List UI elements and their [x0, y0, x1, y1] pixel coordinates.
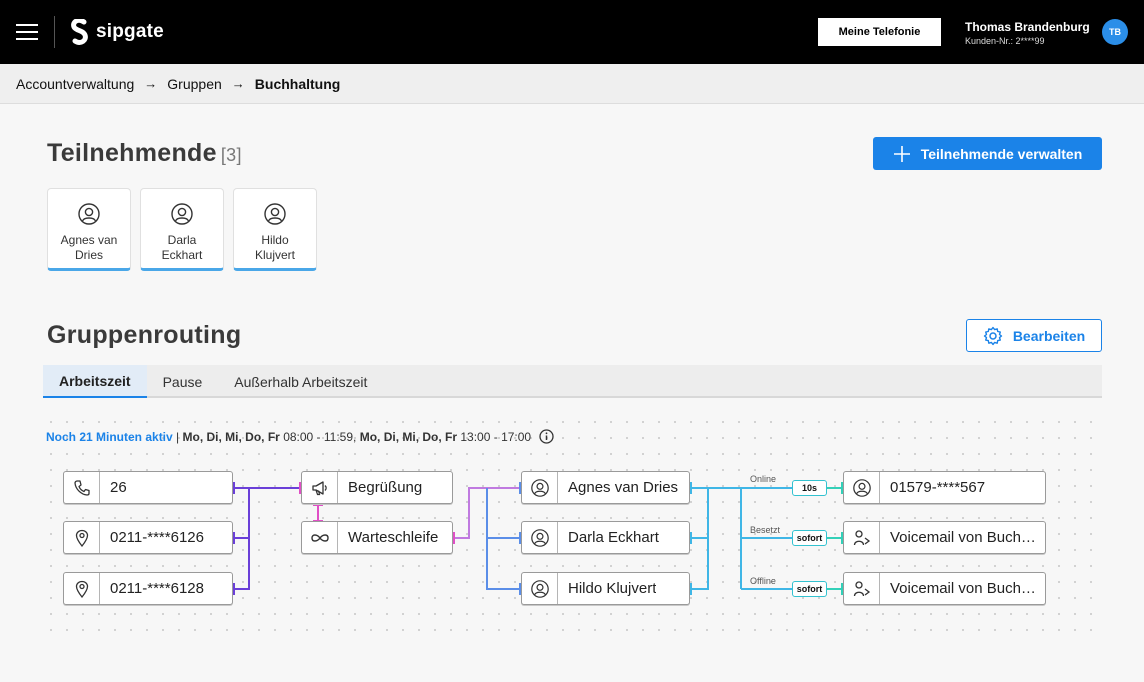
source-label: 0211-****6126: [110, 529, 204, 546]
member-node[interactable]: Agnes van Dries: [521, 471, 690, 504]
forward-target-label: 01579-****567: [890, 479, 986, 496]
condition-offline: Offline: [750, 576, 776, 586]
wire-endpoints: [232, 482, 844, 595]
manage-participants-button[interactable]: Teilnehmende verwalten: [873, 137, 1102, 170]
schedule-days-2: Mo, Di, Mi, Do, Fr: [359, 429, 458, 444]
forward-wires: [690, 487, 792, 590]
brand-name: sipgate: [96, 21, 164, 42]
participant-card[interactable]: Agnes van Dries: [47, 188, 131, 271]
tab-pause[interactable]: Pause: [162, 373, 203, 390]
queue-node[interactable]: Warteschleife: [301, 521, 453, 554]
arrow-right-icon: →: [144, 76, 158, 91]
gear-icon: [983, 326, 1003, 345]
schedule-days-1: Mo, Di, Mi, Do, Fr: [182, 429, 280, 444]
user-circle-icon: [844, 472, 880, 503]
hamburger-menu-icon[interactable]: [16, 22, 38, 42]
user-circle-icon: [264, 203, 286, 225]
member-node[interactable]: Hildo Klujvert: [521, 572, 690, 605]
top-bar: sipgate Meine Telefonie Thomas Brandenbu…: [0, 0, 1144, 64]
routing-title: Gruppenrouting: [47, 321, 242, 349]
participants-title-text: Teilnehmende: [47, 139, 217, 167]
routing-status: Noch 21 Minuten aktiv | Mo, Di, Mi, Do, …: [46, 429, 554, 444]
megaphone-icon: [302, 472, 338, 503]
member-label: Agnes van Dries: [568, 479, 679, 496]
user-circle-icon: [171, 203, 193, 225]
voicemail-user-icon: [844, 522, 880, 553]
source-label: 26: [110, 479, 127, 496]
infinity-loop-icon: [302, 522, 338, 553]
header-divider: [54, 16, 55, 48]
info-icon[interactable]: [539, 429, 554, 444]
queue-label: Warteschleife: [348, 529, 439, 546]
plus-icon: [893, 145, 910, 162]
breadcrumb-item-gruppen[interactable]: Gruppen: [167, 75, 222, 92]
participant-name: Hildo Klujvert: [254, 233, 295, 262]
participant-card[interactable]: Darla Eckhart: [140, 188, 224, 271]
participants-count: [3]: [220, 145, 242, 165]
user-circle-icon: [522, 472, 558, 503]
member-wires: [486, 488, 521, 590]
breadcrumb-item-current: Buchhaltung: [254, 75, 341, 92]
member-label: Hildo Klujvert: [568, 580, 657, 597]
sipgate-logo-icon: [71, 19, 88, 45]
user-circle-icon: [78, 203, 100, 225]
participants-title: Teilnehmende[3]: [47, 139, 242, 168]
condition-online: Online: [750, 474, 777, 484]
source-wires: [233, 487, 301, 590]
schedule-time-2: 13:00 - 17:00: [460, 429, 532, 444]
tab-ausserhalb-arbeitszeit[interactable]: Außerhalb Arbeitszeit: [234, 373, 368, 390]
location-pin-icon: [64, 522, 100, 553]
breadcrumb: Accountverwaltung → Gruppen → Buchhaltun…: [0, 64, 1144, 104]
sipgate-logo[interactable]: sipgate: [70, 18, 164, 46]
location-pin-icon: [64, 573, 100, 604]
target-wires: [827, 487, 843, 590]
member-label: Darla Eckhart: [568, 529, 659, 546]
schedule-time-1: 08:00 - 11:59,: [283, 429, 357, 444]
voicemail-target-label: Voicemail von Buchhaltung: [890, 529, 1040, 546]
voicemail-user-icon: [844, 573, 880, 604]
delay-badge[interactable]: sofort: [792, 530, 827, 546]
user-circle-icon: [522, 522, 558, 553]
customer-number: Kunden-Nr.: 2****99: [965, 36, 1045, 46]
participant-name: Agnes van Dries: [60, 233, 118, 262]
avatar[interactable]: TB: [1102, 19, 1128, 45]
edit-routing-button[interactable]: Bearbeiten: [966, 319, 1102, 352]
source-node-landline[interactable]: 0211-****6126: [63, 521, 233, 554]
condition-busy: Besetzt: [750, 525, 781, 535]
greeting-node[interactable]: Begrüßung: [301, 471, 453, 504]
user-name: Thomas Brandenburg: [965, 20, 1090, 34]
delay-badge[interactable]: 10s: [792, 480, 827, 496]
user-circle-icon: [522, 573, 558, 604]
source-label: 0211-****6128: [110, 580, 204, 597]
tab-arbeitszeit[interactable]: Arbeitszeit: [43, 365, 147, 398]
greeting-label: Begrüßung: [348, 479, 423, 496]
voicemail-target-node[interactable]: Voicemail von Buchhaltung: [843, 521, 1046, 554]
routing-tabs: Arbeitszeit Pause Außerhalb Arbeitszeit: [43, 365, 1102, 398]
source-node-landline[interactable]: 0211-****6128: [63, 572, 233, 605]
arrow-right-icon: →: [231, 76, 245, 91]
edit-routing-label: Bearbeiten: [1012, 327, 1086, 344]
breadcrumb-item-accountverwaltung[interactable]: Accountverwaltung: [16, 75, 135, 92]
status-separator: |: [176, 429, 180, 444]
forward-target-node[interactable]: 01579-****567: [843, 471, 1046, 504]
manage-participants-label: Teilnehmende verwalten: [920, 145, 1083, 162]
voicemail-target-node[interactable]: Voicemail von Buchhaltung: [843, 572, 1046, 605]
member-node[interactable]: Darla Eckhart: [521, 521, 690, 554]
phone-icon: [64, 472, 100, 503]
voicemail-target-label: Voicemail von Buchhaltung: [890, 580, 1040, 597]
participant-card[interactable]: Hildo Klujvert: [233, 188, 317, 271]
delay-badge[interactable]: sofort: [792, 581, 827, 597]
active-remaining-text: Noch 21 Minuten aktiv: [46, 429, 173, 444]
source-node-number[interactable]: 26: [63, 471, 233, 504]
user-info[interactable]: Thomas Brandenburg Kunden-Nr.: 2****99: [965, 20, 1090, 46]
participant-name: Darla Eckhart: [161, 233, 203, 262]
queue-to-members-wire: [453, 487, 521, 539]
my-telephony-button[interactable]: Meine Telefonie: [818, 18, 941, 46]
